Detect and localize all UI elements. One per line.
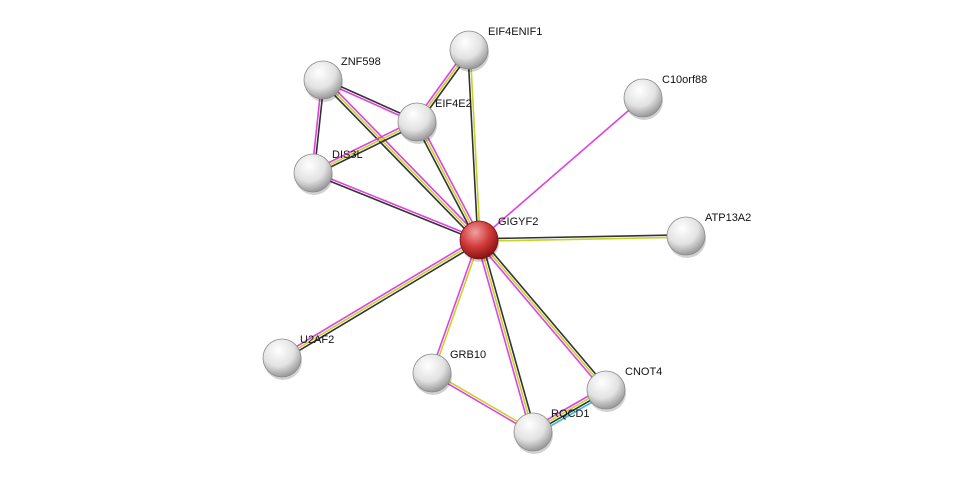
edge-line-textmining: [469, 49, 481, 240]
node-sphere[interactable]: [513, 412, 553, 452]
edge-GIGYF2-U2AF2[interactable]: [280, 237, 481, 361]
edge-GIGYF2-EIF4E2[interactable]: [414, 120, 482, 242]
edge-line-experiments: [324, 77, 482, 239]
edge-line-textmining: [416, 121, 480, 241]
edge-GIGYF2-DIS3L[interactable]: [312, 171, 480, 242]
edge-line-textmining: [478, 239, 534, 433]
node-sphere[interactable]: [449, 30, 489, 70]
node-EIF4E2[interactable]: EIF4E2: [397, 98, 472, 144]
node-sphere[interactable]: [293, 153, 333, 193]
node-C10orf88[interactable]: C10orf88: [623, 74, 707, 120]
edge-GIGYF2-EIF4ENIF1[interactable]: [467, 49, 481, 241]
node-EIF4ENIF1[interactable]: EIF4ENIF1: [449, 26, 542, 72]
edge-line-coexpression: [313, 123, 419, 176]
edge-line-coexpression: [478, 234, 686, 240]
node-DIS3L[interactable]: DIS3L: [293, 149, 363, 195]
node-ZNF598[interactable]: ZNF598: [303, 56, 381, 102]
node-sphere[interactable]: [666, 216, 706, 256]
node-label: ATP13A2: [705, 212, 751, 224]
node-GIGYF2[interactable]: GIGYF2: [459, 216, 538, 262]
node-label: EIF4ENIF1: [488, 26, 542, 38]
node-label: ZNF598: [341, 56, 381, 68]
node-label: DIS3L: [332, 149, 363, 161]
edge-line-textmining: [479, 236, 687, 242]
edge-GIGYF2-C10orf88[interactable]: [478, 97, 644, 241]
edge-line-textmining: [432, 240, 481, 374]
node-sphere[interactable]: [397, 102, 437, 142]
edge-line-coexpression: [480, 237, 609, 389]
node-CNOT4[interactable]: CNOT4: [586, 366, 662, 412]
edge-line-experiments: [418, 120, 482, 240]
edge-line-textmining: [478, 239, 607, 391]
node-sphere[interactable]: [303, 60, 343, 100]
edge-GIGYF2-ZNF598[interactable]: [320, 77, 482, 243]
edge-line-experiments: [476, 241, 605, 393]
edge-line-coexpression: [320, 81, 478, 243]
node-label: GIGYF2: [498, 216, 538, 228]
node-RQCD1[interactable]: RQCD1: [513, 408, 590, 454]
edge-GIGYF2-RQCD1[interactable]: [475, 239, 537, 433]
node-sphere[interactable]: [586, 370, 626, 410]
edge-line-experiments: [430, 239, 479, 373]
node-GRB10[interactable]: GRB10: [412, 349, 486, 395]
edge-line-coexpression: [467, 50, 479, 241]
node-sphere[interactable]: [623, 78, 663, 118]
node-label: EIF4E2: [435, 98, 472, 110]
node-label: CNOT4: [625, 366, 662, 378]
edge-line-experiments: [475, 240, 532, 433]
edge-line-textmining: [322, 79, 480, 241]
node-label: GRB10: [450, 349, 486, 361]
node-label: C10orf88: [662, 74, 707, 86]
edge-line-experiments: [313, 171, 480, 240]
node-label: RQCD1: [551, 408, 590, 420]
edge-line-experiments: [478, 97, 644, 241]
edge-line-textmining: [281, 239, 480, 359]
node-label: U2AF2: [300, 334, 334, 346]
edge-line-textmining: [432, 371, 535, 432]
edge-GIGYF2-GRB10[interactable]: [430, 239, 481, 374]
edge-GIGYF2-ATP13A2[interactable]: [478, 234, 687, 242]
node-ATP13A2[interactable]: ATP13A2: [666, 212, 751, 258]
edge-line-coexpression: [414, 122, 478, 242]
edge-line-coexpression: [312, 173, 479, 242]
edge-line-experiments: [280, 237, 479, 357]
edge-GIGYF2-CNOT4[interactable]: [476, 237, 609, 393]
edge-line-experiments: [311, 119, 417, 172]
edge-GRB10-RQCD1[interactable]: [430, 371, 535, 434]
node-sphere[interactable]: [459, 220, 499, 260]
edge-line-coexpression: [282, 241, 481, 361]
node-U2AF2[interactable]: U2AF2: [262, 334, 334, 380]
node-sphere[interactable]: [412, 353, 452, 393]
edge-line-coexpression: [480, 239, 537, 432]
edge-line-experiments: [430, 373, 533, 434]
node-sphere[interactable]: [262, 338, 302, 378]
